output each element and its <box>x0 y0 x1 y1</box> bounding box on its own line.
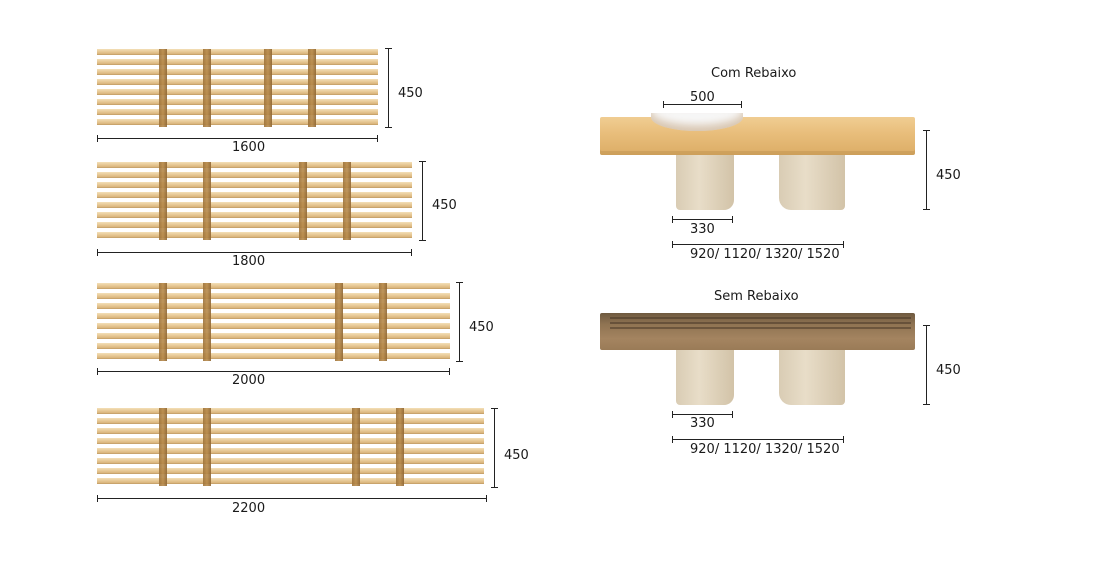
height-label: 450 <box>936 168 961 183</box>
length-dimension-line <box>97 249 412 256</box>
bench-top-view-2200 <box>97 408 484 486</box>
height-label: 450 <box>469 320 494 335</box>
length-dimension-line <box>672 241 844 248</box>
sem-rebaixo-title: Sem Rebaixo <box>714 289 799 304</box>
leg-width-label: 330 <box>690 416 715 431</box>
height-dimension-line <box>491 408 498 488</box>
length-label: 2000 <box>232 373 266 388</box>
length-dimension-line <box>672 436 844 443</box>
height-dimension-line <box>923 325 930 405</box>
length-dimension-line <box>97 368 450 375</box>
length-options-label: 920/ 1120/ 1320/ 1520 <box>690 442 840 457</box>
recess-width-label: 500 <box>690 90 715 105</box>
com-rebaixo-title: Com Rebaixo <box>711 66 797 81</box>
leg-width-dimension-line <box>672 411 733 418</box>
length-label: 2200 <box>232 501 266 516</box>
bench-top-view-1600 <box>97 49 378 127</box>
leg-width-label: 330 <box>690 222 715 237</box>
length-options-label: 920/ 1120/ 1320/ 1520 <box>690 247 840 262</box>
leg-width-dimension-line <box>672 216 733 223</box>
length-label: 1600 <box>232 140 266 155</box>
height-dimension-line <box>456 282 463 362</box>
length-dimension-line <box>97 495 487 502</box>
recess-dimension-line <box>663 101 742 108</box>
height-dimension-line <box>419 161 426 241</box>
height-label: 450 <box>936 363 961 378</box>
height-label: 450 <box>398 86 423 101</box>
height-dimension-line <box>385 48 392 128</box>
length-dimension-line <box>97 135 378 142</box>
height-label: 450 <box>432 198 457 213</box>
height-label: 450 <box>504 448 529 463</box>
length-label: 1800 <box>232 254 266 269</box>
bench-top-view-2000 <box>97 283 450 361</box>
bench-top-view-1800 <box>97 162 412 240</box>
height-dimension-line <box>923 130 930 210</box>
